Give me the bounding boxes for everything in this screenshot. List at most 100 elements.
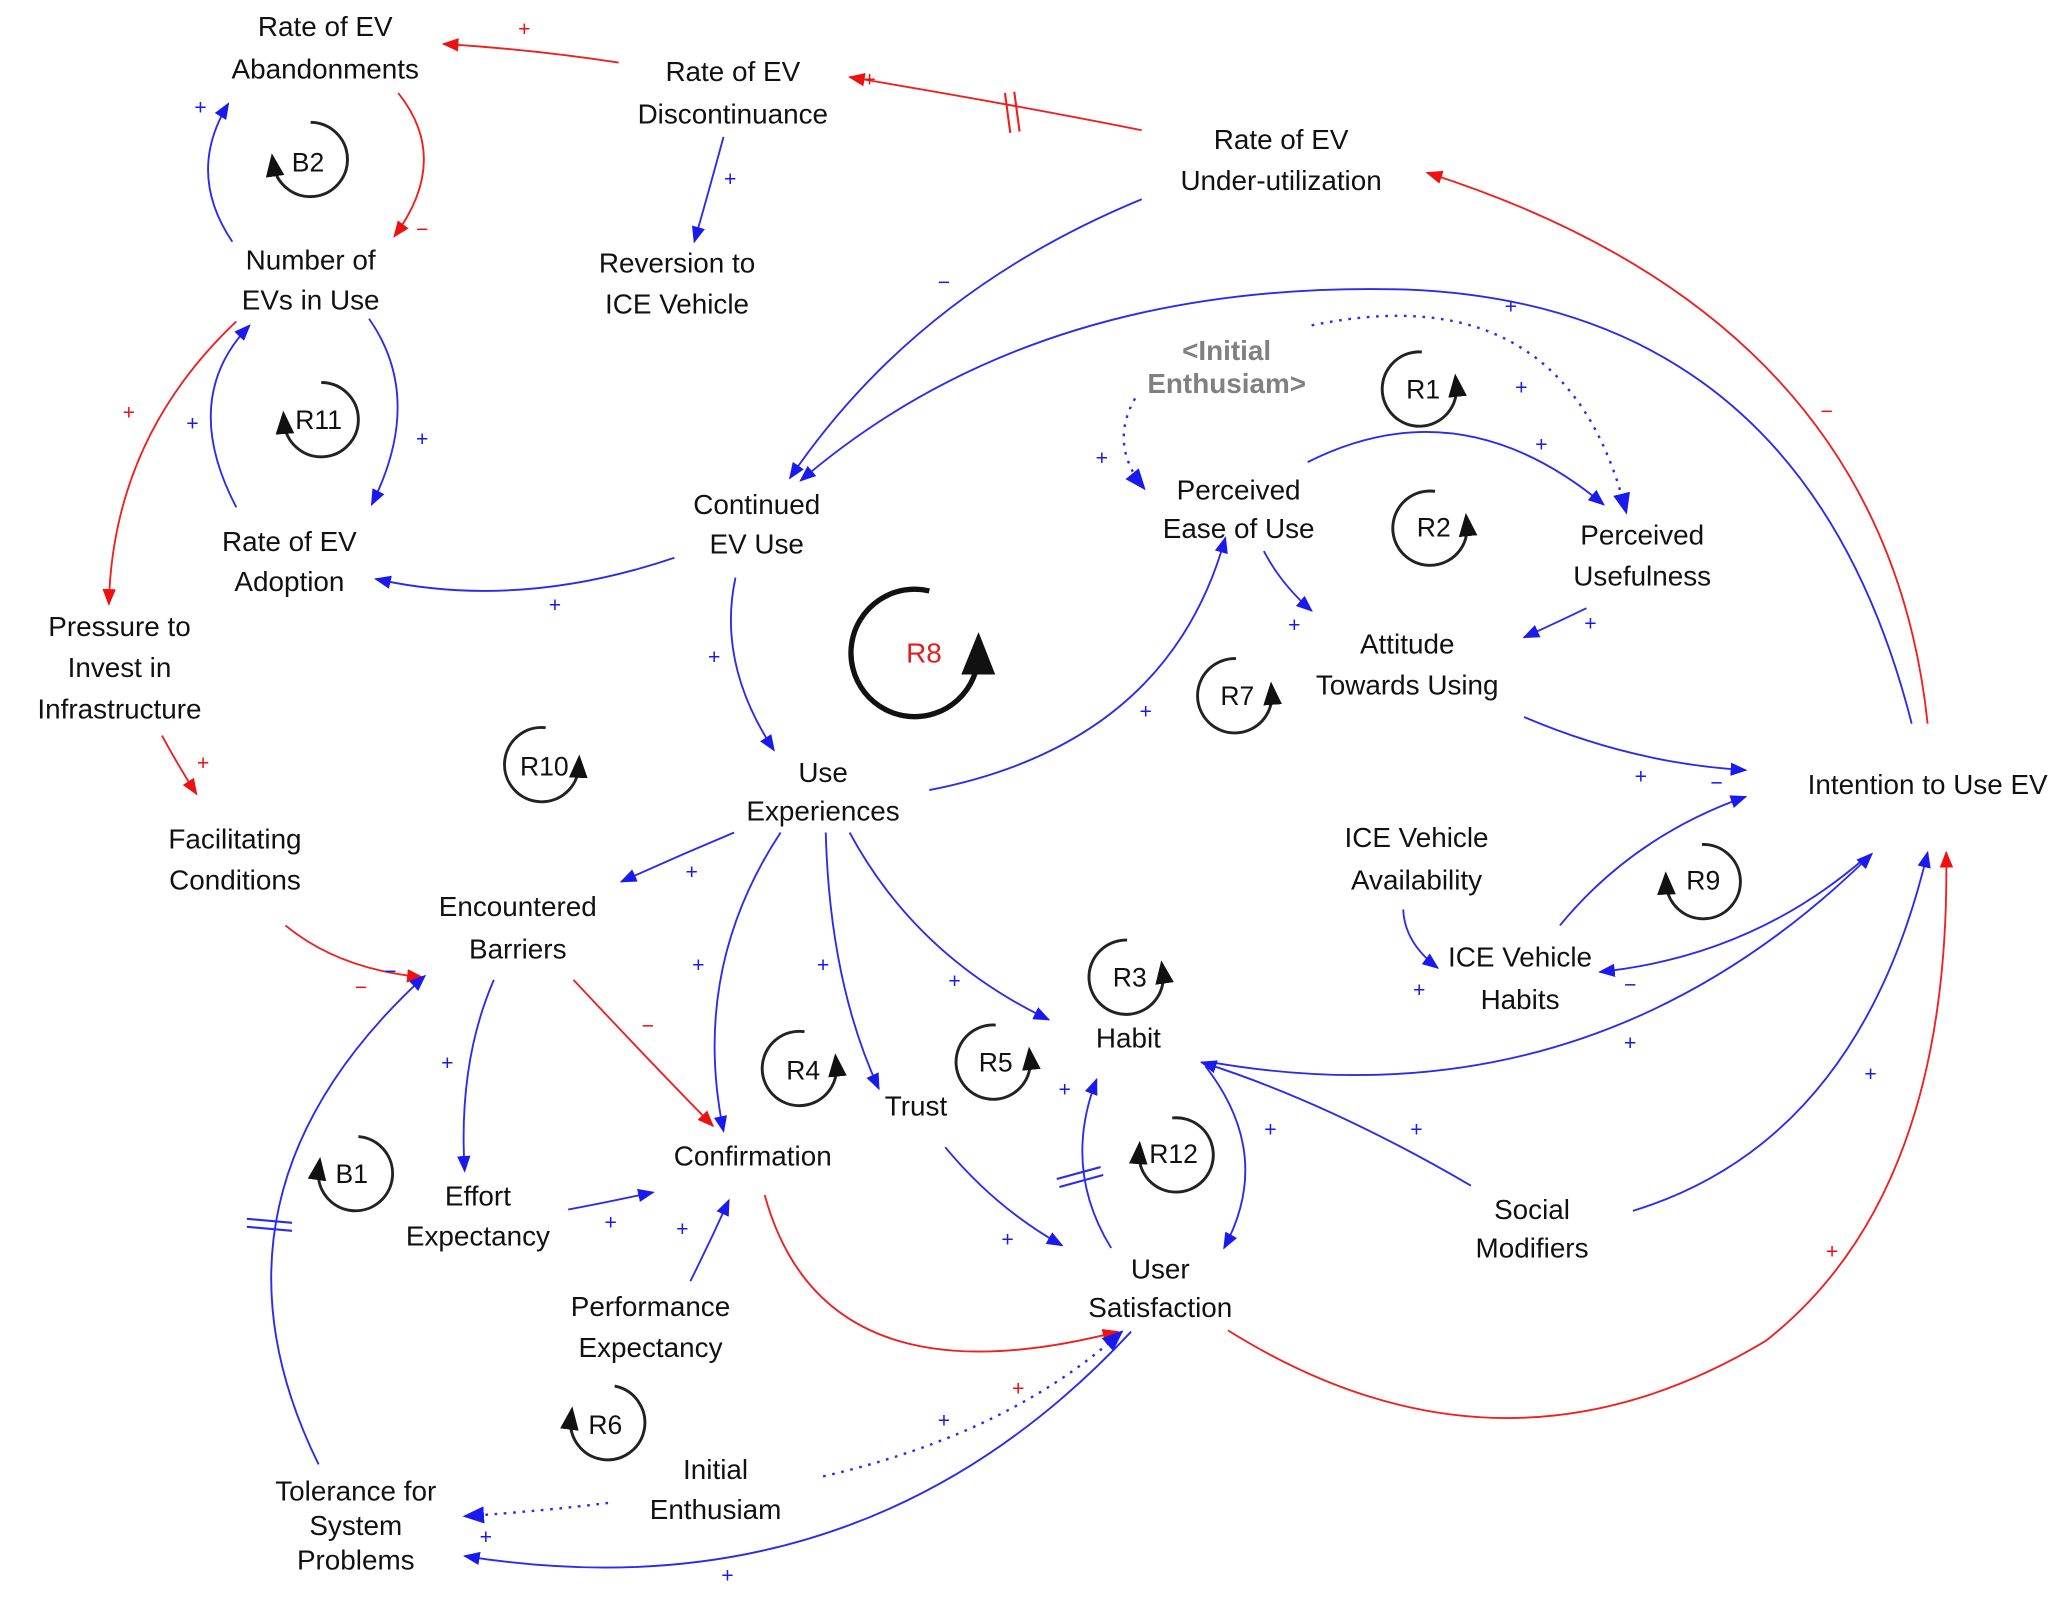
- polarity-plus: +: [604, 1210, 616, 1234]
- polarity-plus: +: [1001, 1228, 1013, 1252]
- polarity-minus: −: [1821, 399, 1833, 423]
- link-social-to-intention: [1632, 850, 1931, 1212]
- loop-r12: R12: [1128, 1116, 1215, 1194]
- link-number-to-abandonments: [207, 102, 234, 243]
- delay-mark-tolerance: [246, 1217, 293, 1232]
- link-use-experiences-to-barriers: [619, 831, 735, 883]
- polarity-plus: +: [938, 1408, 950, 1432]
- polarity-plus: +: [1515, 375, 1527, 399]
- polarity-plus: +: [685, 860, 697, 884]
- loop-label: R6: [588, 1410, 622, 1440]
- link-ease-to-attitude: [1263, 550, 1313, 612]
- loop-r2: R2: [1391, 489, 1478, 567]
- loop-label: R7: [1220, 681, 1254, 711]
- link-initial-enthusiasm-to-tolerance: [462, 1501, 609, 1524]
- link-pressure-to-facilitating: [161, 735, 198, 796]
- polarity-plus: +: [518, 17, 530, 41]
- link-underutilization-to-continued: [788, 198, 1143, 480]
- link-trust-to-satisfaction: [944, 1146, 1064, 1247]
- loop-label: R8: [906, 638, 942, 669]
- link-performance-to-confirmation: [689, 1198, 730, 1282]
- var-confirmation[interactable]: Confirmation: [674, 1141, 832, 1172]
- polarity-plus: +: [194, 95, 206, 119]
- link-number-to-adoption: [368, 318, 399, 507]
- polarity-plus: +: [197, 751, 209, 775]
- link-barriers-to-effort: [457, 979, 495, 1173]
- loop-label: R1: [1406, 374, 1440, 404]
- polarity-plus: +: [1535, 433, 1547, 457]
- polarity-minus: −: [384, 960, 396, 984]
- link-satisfaction-to-habit: [1081, 1077, 1112, 1249]
- polarity-plus: +: [1012, 1376, 1024, 1400]
- loop-label: R11: [295, 405, 342, 435]
- link-intention-to-ice-habits: [1598, 857, 1866, 978]
- loop-label: B1: [336, 1159, 368, 1189]
- polarity-plus: +: [1826, 1240, 1838, 1264]
- loop-r8: R8: [848, 586, 996, 720]
- link-ease-to-usefulness: [1307, 431, 1605, 506]
- link-ice-availability-to-ice-habits: [1402, 909, 1440, 969]
- link-habit-to-intention: [1210, 852, 1874, 1076]
- polarity-plus: +: [1413, 978, 1425, 1002]
- var-habit[interactable]: Habit: [1096, 1023, 1161, 1054]
- polarity-minus: −: [938, 271, 950, 295]
- polarity-plus: +: [1139, 699, 1151, 723]
- delay-mark: [1003, 91, 1021, 134]
- polarity-plus: +: [948, 969, 960, 993]
- var-trust[interactable]: Trust: [885, 1090, 948, 1121]
- loop-r9: R9: [1657, 843, 1742, 921]
- link-usefulness-to-attitude: [1522, 607, 1587, 639]
- loop-b2: B2: [265, 120, 349, 199]
- link-attitude-to-intention: [1523, 716, 1748, 776]
- polarity-plus: +: [721, 1564, 733, 1588]
- polarity-plus: +: [480, 1525, 492, 1549]
- polarity-plus: +: [863, 67, 875, 91]
- var-intention-to-use-ev[interactable]: Intention to Use EV: [1808, 769, 2048, 800]
- link-initial-enthusiasm-to-satisfaction: [822, 1330, 1124, 1478]
- polarity-plus: +: [549, 593, 561, 617]
- link-use-experiences-to-habit: [848, 832, 1051, 1021]
- polarity-plus: +: [1059, 1078, 1071, 1102]
- polarity-plus: +: [1624, 1031, 1636, 1055]
- link-underutilization-to-discontinuance: [847, 73, 1142, 132]
- loop-label: R12: [1149, 1139, 1198, 1169]
- loop-r4: R4: [760, 1029, 847, 1108]
- loop-label: R9: [1686, 866, 1720, 896]
- polarity-minus: −: [355, 975, 367, 999]
- polarity-plus: +: [1096, 446, 1108, 470]
- link-satisfaction-to-intention: [1227, 850, 1954, 1419]
- link-use-experiences-to-confirmation: [713, 832, 782, 1133]
- polarity-plus: +: [441, 1051, 453, 1075]
- polarity-plus: +: [1410, 1118, 1422, 1142]
- link-adoption-to-number: [209, 324, 251, 508]
- link-continued-to-adoption: [374, 556, 675, 592]
- polarity-plus: +: [692, 953, 704, 977]
- polarity-plus: +: [676, 1217, 688, 1241]
- loop-label: R10: [520, 751, 569, 781]
